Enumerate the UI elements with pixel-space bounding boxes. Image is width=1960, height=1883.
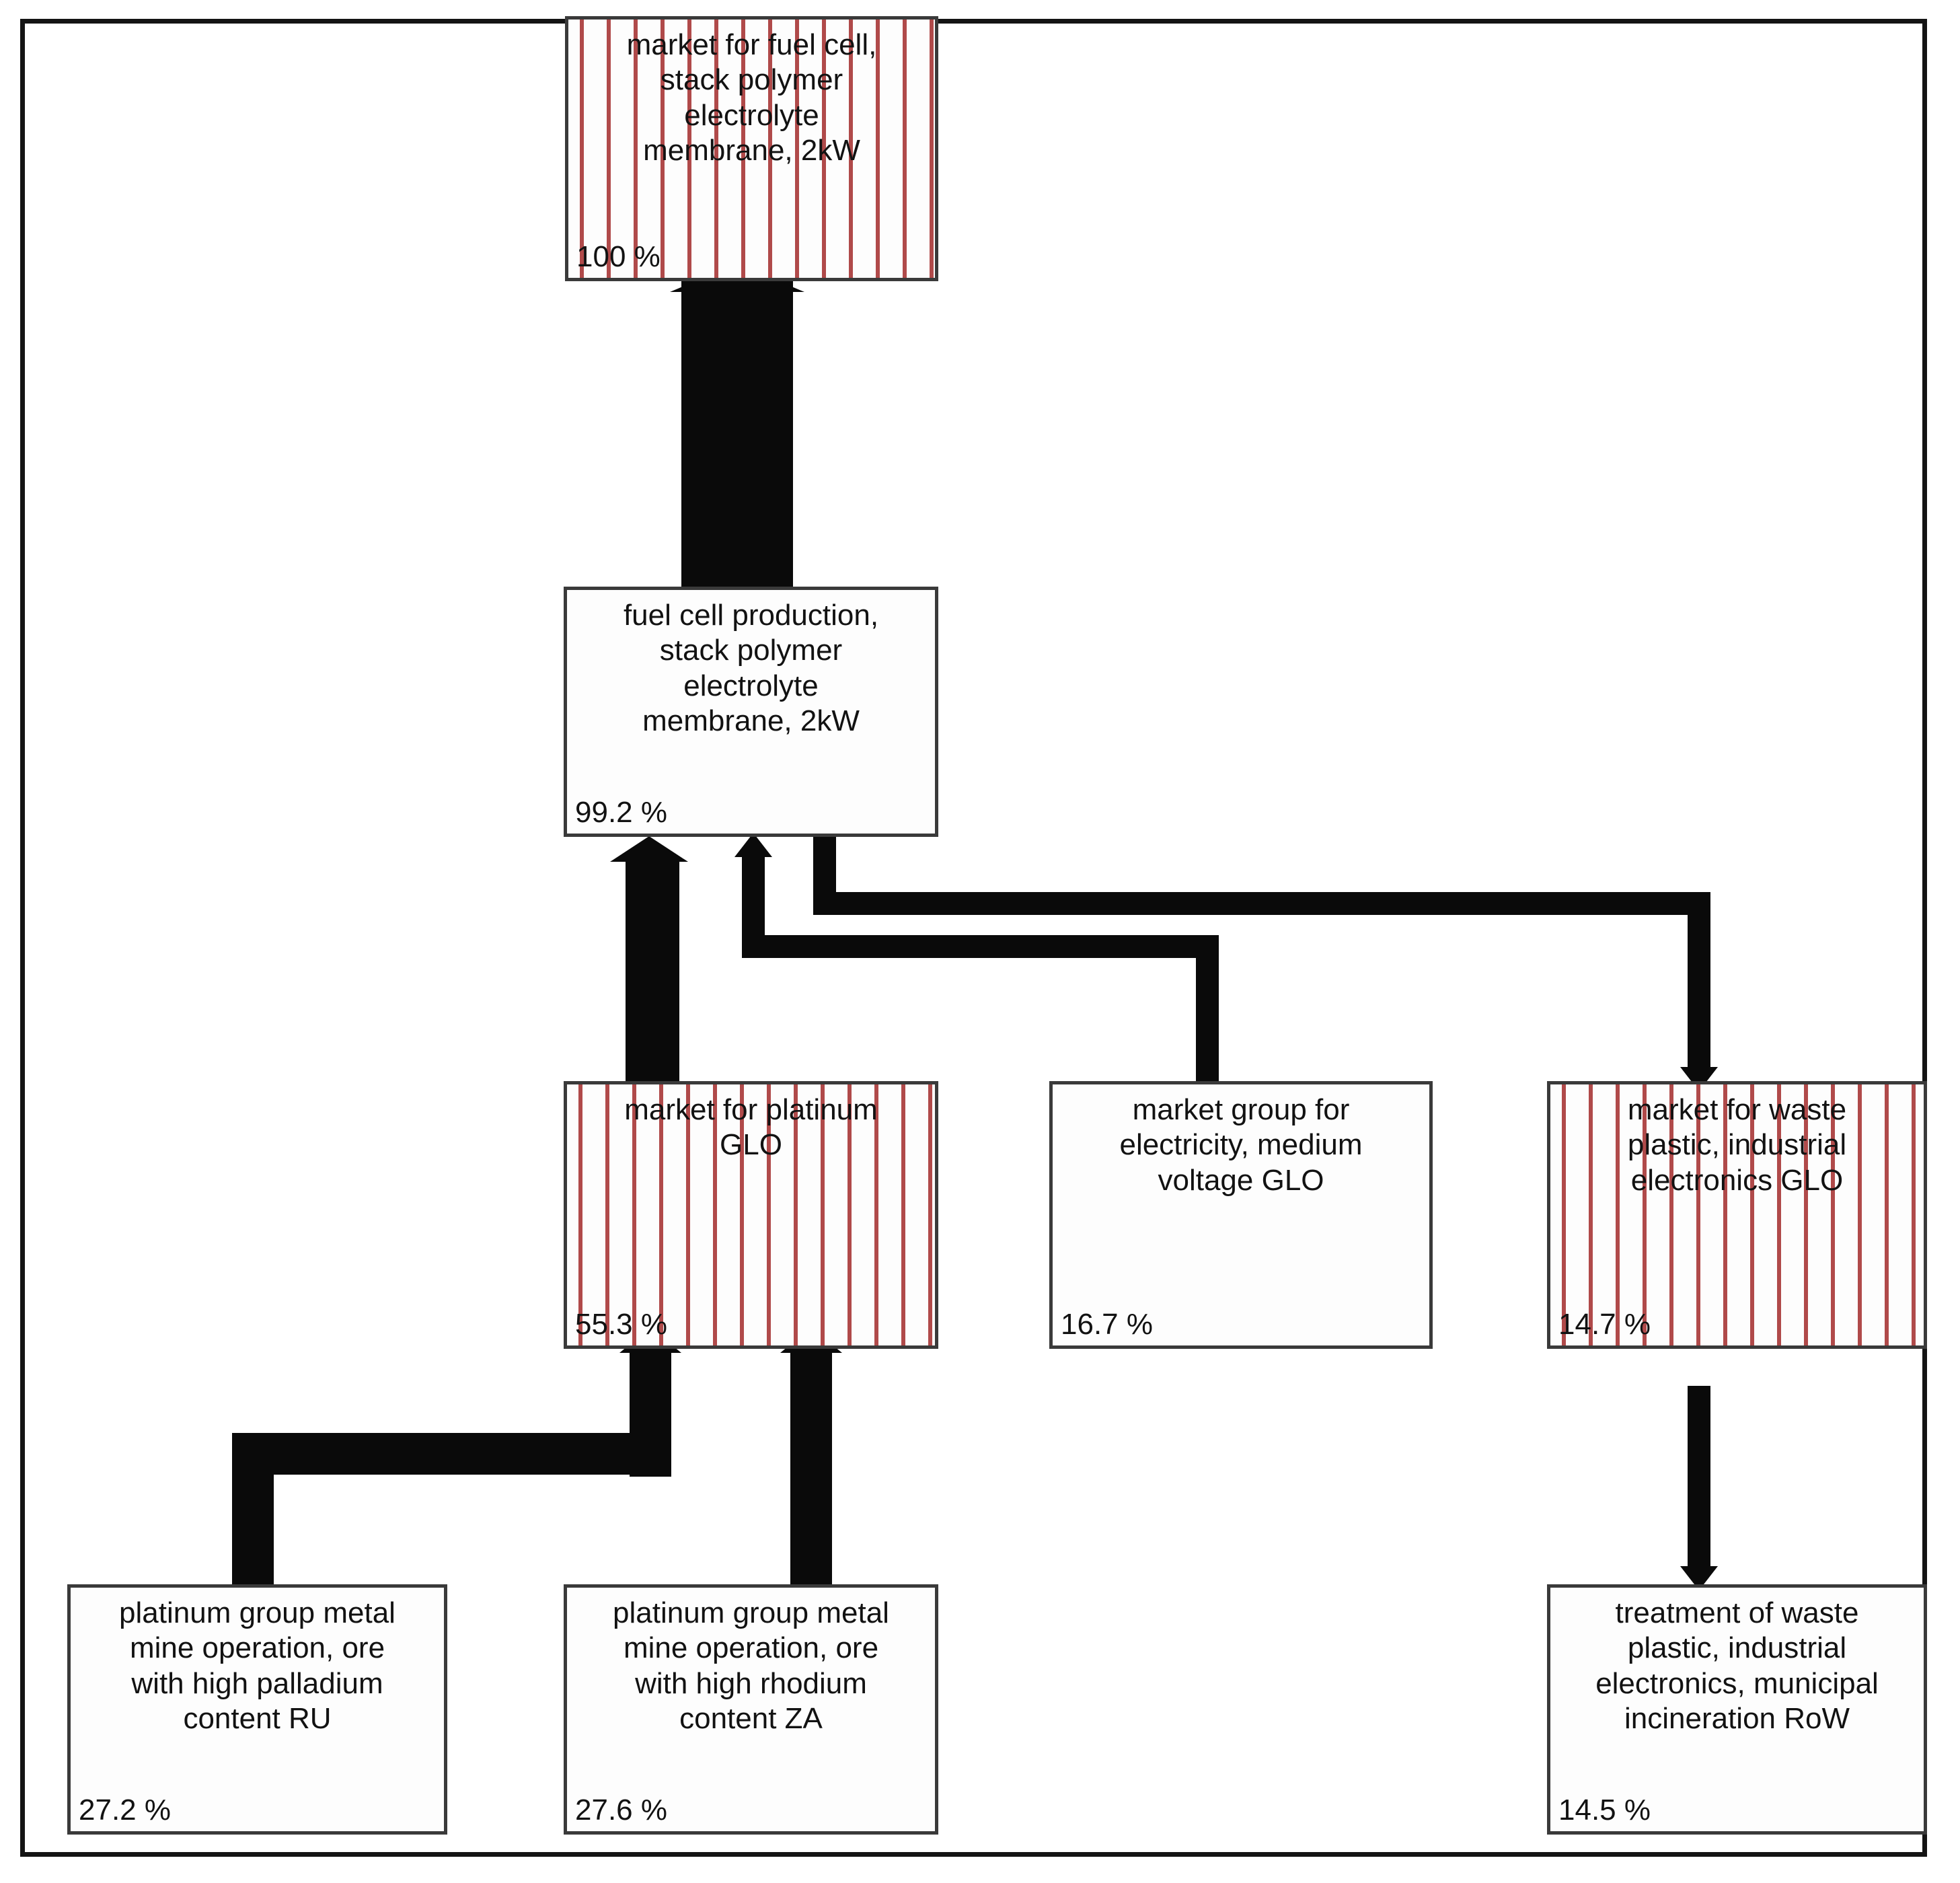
connector-waste-plastic-horizontal: [813, 892, 1710, 915]
node-percentage: 16.7 %: [1061, 1307, 1153, 1341]
diagram-frame-border: [20, 19, 1927, 1857]
node-title: market for fuel cell, stack polymer elec…: [626, 28, 877, 168]
connector-waste-plastic-vertical-lower: [1688, 892, 1710, 1068]
connector-electricity-horizontal: [742, 935, 1219, 958]
node-pgm-mine-palladium-ru[interactable]: platinum group metal mine operation, ore…: [67, 1584, 447, 1835]
connector-palladium-vertical-upper: [630, 1349, 671, 1477]
node-percentage: 99.2 %: [575, 795, 667, 829]
connector-production-to-market-shaft: [681, 281, 793, 591]
connector-electricity-vertical-lower: [1196, 935, 1219, 1090]
node-market-for-platinum[interactable]: market for platinum GLO 55.3 %: [564, 1081, 938, 1349]
node-title: fuel cell production, stack polymer elec…: [623, 599, 879, 738]
connector-treatment-shaft: [1688, 1386, 1710, 1567]
node-percentage: 27.6 %: [575, 1793, 667, 1826]
node-treatment-waste-plastic-incineration[interactable]: treatment of waste plastic, industrial e…: [1547, 1584, 1927, 1835]
node-title: market for platinum GLO: [624, 1093, 878, 1162]
node-percentage: 55.3 %: [575, 1307, 667, 1341]
node-title: market group for electricity, medium vol…: [1119, 1093, 1363, 1197]
connector-platinum-to-production-shaft: [626, 858, 679, 1093]
connector-waste-plastic-vertical-upper: [813, 834, 836, 892]
node-title: market for waste plastic, industrial ele…: [1627, 1093, 1847, 1197]
node-fuel-cell-production[interactable]: fuel cell production, stack polymer elec…: [564, 587, 938, 837]
node-percentage: 14.5 %: [1558, 1793, 1651, 1826]
node-percentage: 14.7 %: [1558, 1307, 1651, 1341]
connector-rhodium-shaft: [790, 1349, 832, 1584]
node-market-for-fuel-cell[interactable]: market for fuel cell, stack polymer elec…: [565, 16, 938, 281]
node-market-for-waste-plastic[interactable]: market for waste plastic, industrial ele…: [1547, 1081, 1927, 1349]
node-market-group-for-electricity[interactable]: market group for electricity, medium vol…: [1049, 1081, 1433, 1349]
node-title: platinum group metal mine operation, ore…: [119, 1596, 395, 1736]
connector-palladium-horizontal: [232, 1433, 671, 1475]
node-title: platinum group metal mine operation, ore…: [613, 1596, 889, 1736]
connector-electricity-vertical-upper: [742, 856, 765, 936]
connector-platinum-to-production-arrowhead: [610, 836, 688, 862]
node-title: treatment of waste plastic, industrial e…: [1595, 1596, 1879, 1736]
connector-electricity-arrowhead: [734, 833, 772, 857]
node-percentage: 27.2 %: [79, 1793, 171, 1826]
node-percentage: 100 %: [576, 239, 661, 273]
node-pgm-mine-rhodium-za[interactable]: platinum group metal mine operation, ore…: [564, 1584, 938, 1835]
